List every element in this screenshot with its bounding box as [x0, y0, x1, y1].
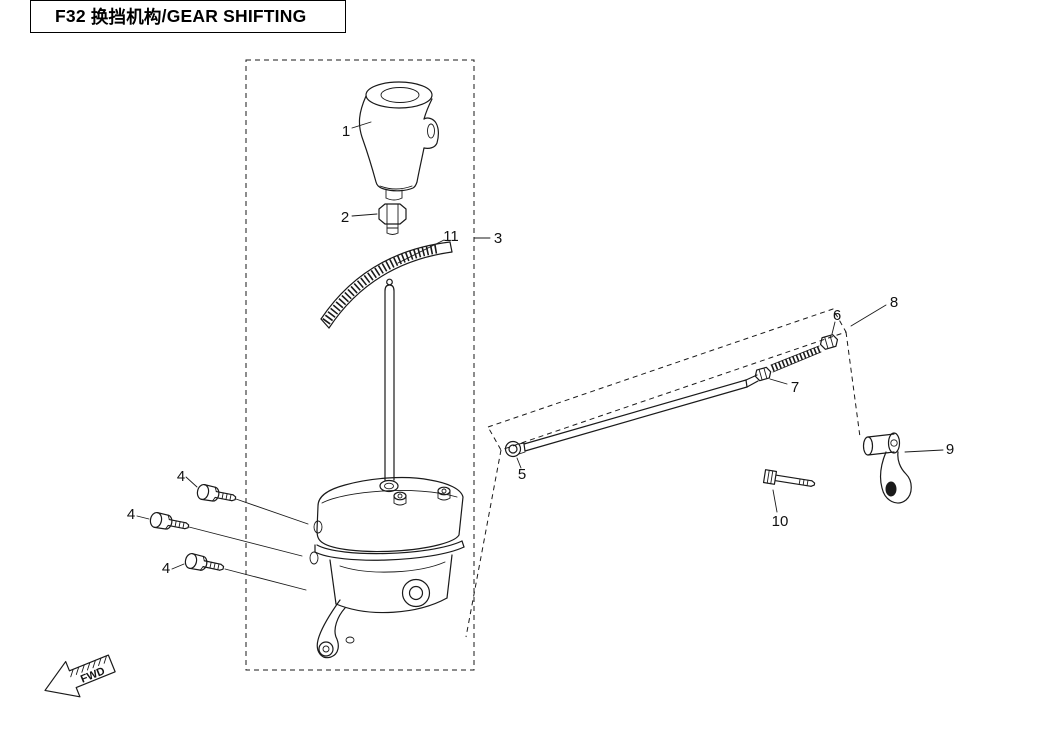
ball-joint	[504, 440, 526, 458]
adjuster-nut-7	[754, 366, 772, 382]
callout-8: 8	[890, 294, 898, 311]
mounting-bolt-top	[195, 482, 309, 525]
callout-4c: 4	[162, 560, 170, 577]
callout-9: 9	[946, 441, 954, 458]
page-code: F32	[55, 6, 86, 26]
page-title-cn: 换挡机构	[90, 7, 162, 27]
callout-1: 1	[342, 123, 350, 140]
callout-5: 5	[518, 466, 526, 483]
gate-plate	[320, 241, 453, 329]
page-title-en: GEAR SHIFTING	[166, 6, 307, 26]
rocker-arm	[862, 432, 912, 504]
callout-11: 11	[443, 228, 459, 245]
callout-10: 10	[772, 513, 789, 530]
mounting-bolt-bottom	[183, 551, 307, 591]
rod-assembly-boundary	[465, 308, 861, 638]
callout-2: 2	[341, 209, 349, 226]
callout-7: 7	[791, 379, 799, 396]
leader-lines	[136, 121, 944, 570]
shift-rod	[523, 345, 822, 452]
title-separator: /	[161, 6, 167, 26]
knob-lock-nut	[378, 203, 407, 235]
gearshift-housing	[309, 476, 465, 659]
fwd-arrow-hatching	[70, 655, 107, 678]
mounting-bolt-middle	[148, 510, 303, 557]
callout-6: 6	[833, 307, 841, 324]
fwd-direction-arrow: FWD	[44, 654, 116, 698]
callout-3: 3	[494, 230, 502, 247]
shift-lever-shaft	[384, 278, 395, 481]
callout-4b: 4	[127, 506, 135, 523]
callout-4a: 4	[177, 468, 185, 485]
title-block: F32 换挡机构 / GEAR SHIFTING	[30, 0, 346, 33]
gear-knob	[358, 81, 439, 201]
shifter-assembly-boundary	[245, 59, 491, 671]
hex-bolt-10	[762, 469, 816, 487]
lock-nut-6	[819, 334, 839, 350]
